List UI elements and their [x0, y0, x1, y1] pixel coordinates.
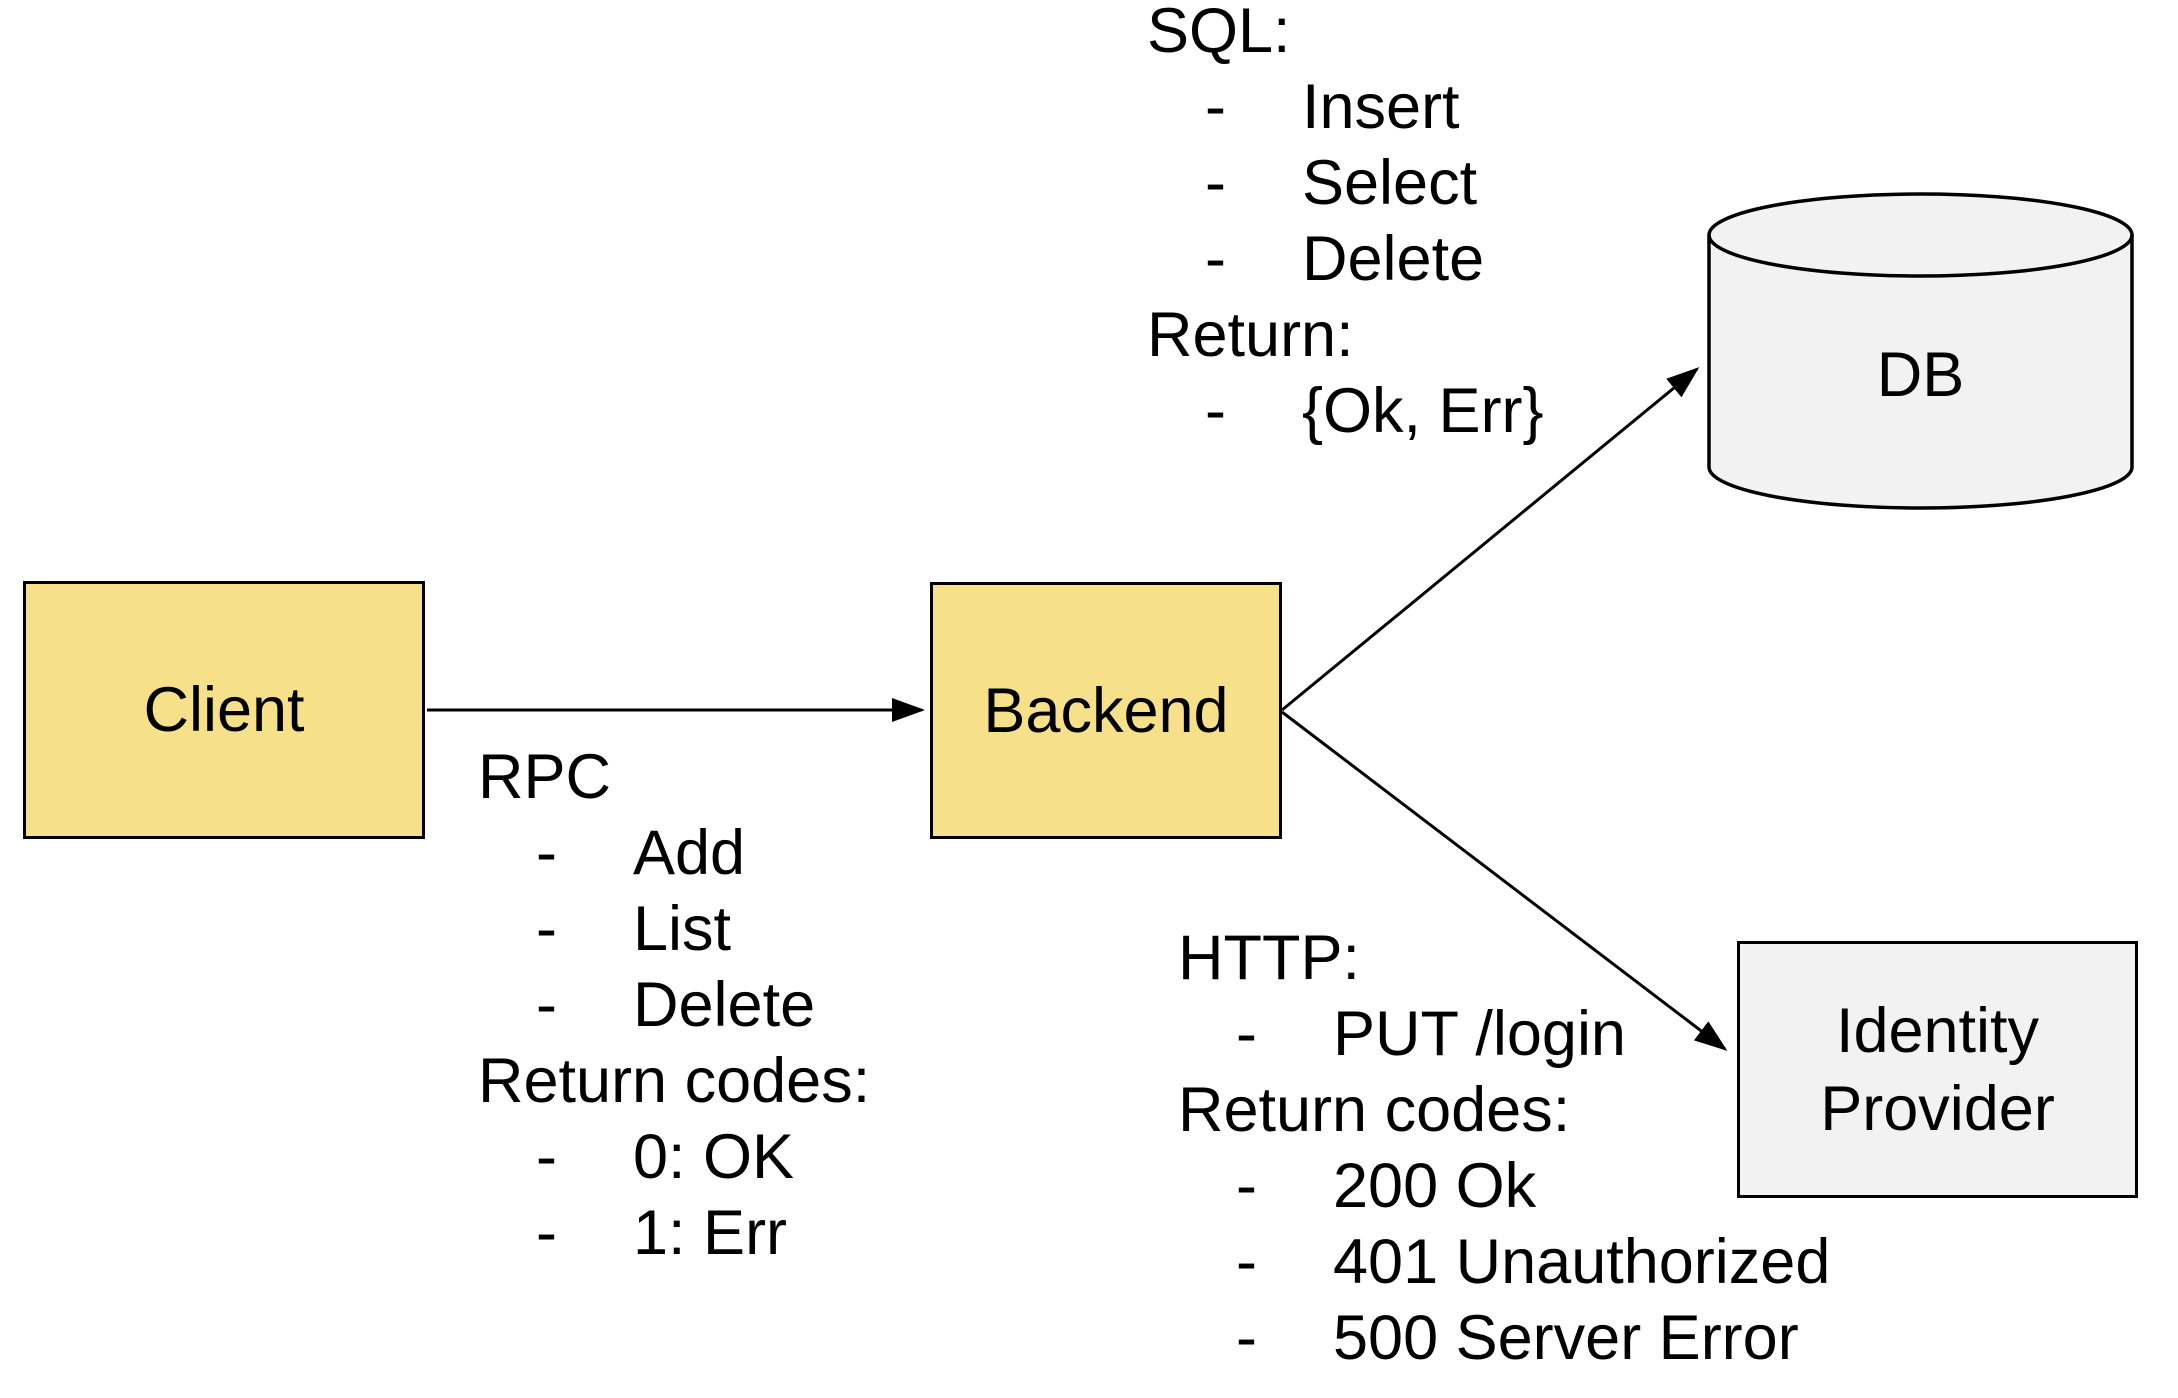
- bullet-dash: -: [536, 1198, 557, 1268]
- annotation-bullet-line: - PUT /login: [1178, 996, 1626, 1072]
- node-identity-provider-label-line2: Provider: [1820, 1073, 2055, 1144]
- bullet-text: 401 Unauthorized: [1333, 1227, 1831, 1297]
- db-cylinder: [1707, 192, 2134, 510]
- annotation-bullet-line: - Delete: [478, 967, 870, 1043]
- annotation-bullet-line: - List: [478, 891, 870, 967]
- bullet-text: Delete: [1302, 224, 1485, 294]
- annotation-bullet-line: - {Ok, Err}: [1147, 373, 1544, 449]
- node-identity-provider: Identity Provider: [1737, 941, 2138, 1198]
- annotation-bullet-line: - 401 Unauthorized: [1178, 1224, 1830, 1300]
- bullet-text: Select: [1302, 148, 1478, 218]
- bullet-dash: -: [536, 1122, 557, 1192]
- annotation-heading-line: Return codes:: [1178, 1075, 1571, 1145]
- bullet-text: PUT /login: [1333, 999, 1626, 1069]
- annotation-bullet-line: - Select: [1147, 145, 1477, 221]
- bullet-text: List: [633, 894, 732, 964]
- node-identity-provider-label-line1: Identity: [1835, 995, 2040, 1066]
- annotation-heading-line: RPC: [478, 742, 612, 812]
- annotation-heading-line: Return:: [1147, 300, 1354, 370]
- annotation-heading-line: SQL:: [1147, 0, 1291, 66]
- node-db-label: DB: [1876, 340, 1965, 410]
- bullet-dash: -: [1236, 1151, 1257, 1221]
- node-client: Client: [23, 581, 425, 839]
- bullet-text: {Ok, Err}: [1302, 376, 1544, 446]
- annotation-bullet-line: - 1: Err: [478, 1195, 870, 1271]
- annotation-bullet-line: - Add: [478, 815, 870, 891]
- bullet-text: 200 Ok: [1333, 1151, 1537, 1221]
- annotation-bullet-line: - 200 Ok: [1178, 1148, 1570, 1224]
- node-backend: Backend: [930, 582, 1282, 839]
- annotation-bullet-line: - 0: OK: [478, 1119, 870, 1195]
- node-client-label: Client: [143, 675, 305, 745]
- bullet-text: 1: Err: [633, 1198, 788, 1268]
- bullet-text: 500 Server Error: [1333, 1303, 1799, 1373]
- annotation-heading-line: Return codes:: [478, 1046, 871, 1116]
- bullet-dash: -: [1205, 148, 1226, 218]
- db-cylinder-rim: [1707, 234, 2134, 278]
- bullet-text: Delete: [633, 970, 816, 1040]
- edge-backend-to-db: [1281, 367, 1700, 712]
- bullet-dash: -: [1236, 999, 1257, 1069]
- bullet-text: 0: OK: [633, 1122, 795, 1192]
- node-backend-label: Backend: [983, 675, 1229, 746]
- annotation-bullet-line: - Delete: [1147, 221, 1484, 297]
- edge-backend-to-identity-provider: [1281, 710, 1728, 1051]
- annotation-heading-line: HTTP:: [1178, 923, 1360, 993]
- bullet-dash: -: [536, 970, 557, 1040]
- annotation-bullet-line: - Insert: [1147, 69, 1460, 145]
- bullet-dash: -: [536, 894, 557, 964]
- bullet-text: Insert: [1302, 72, 1460, 142]
- bullet-dash: -: [536, 818, 557, 888]
- bullet-dash: -: [1236, 1227, 1257, 1297]
- bullet-text: Add: [633, 818, 746, 888]
- bullet-dash: -: [1205, 376, 1226, 446]
- annotation-bullet-line: - 500 Server Error: [1178, 1300, 1799, 1376]
- bullet-dash: -: [1236, 1303, 1257, 1373]
- bullet-dash: -: [1205, 224, 1226, 294]
- bullet-dash: -: [1205, 72, 1226, 142]
